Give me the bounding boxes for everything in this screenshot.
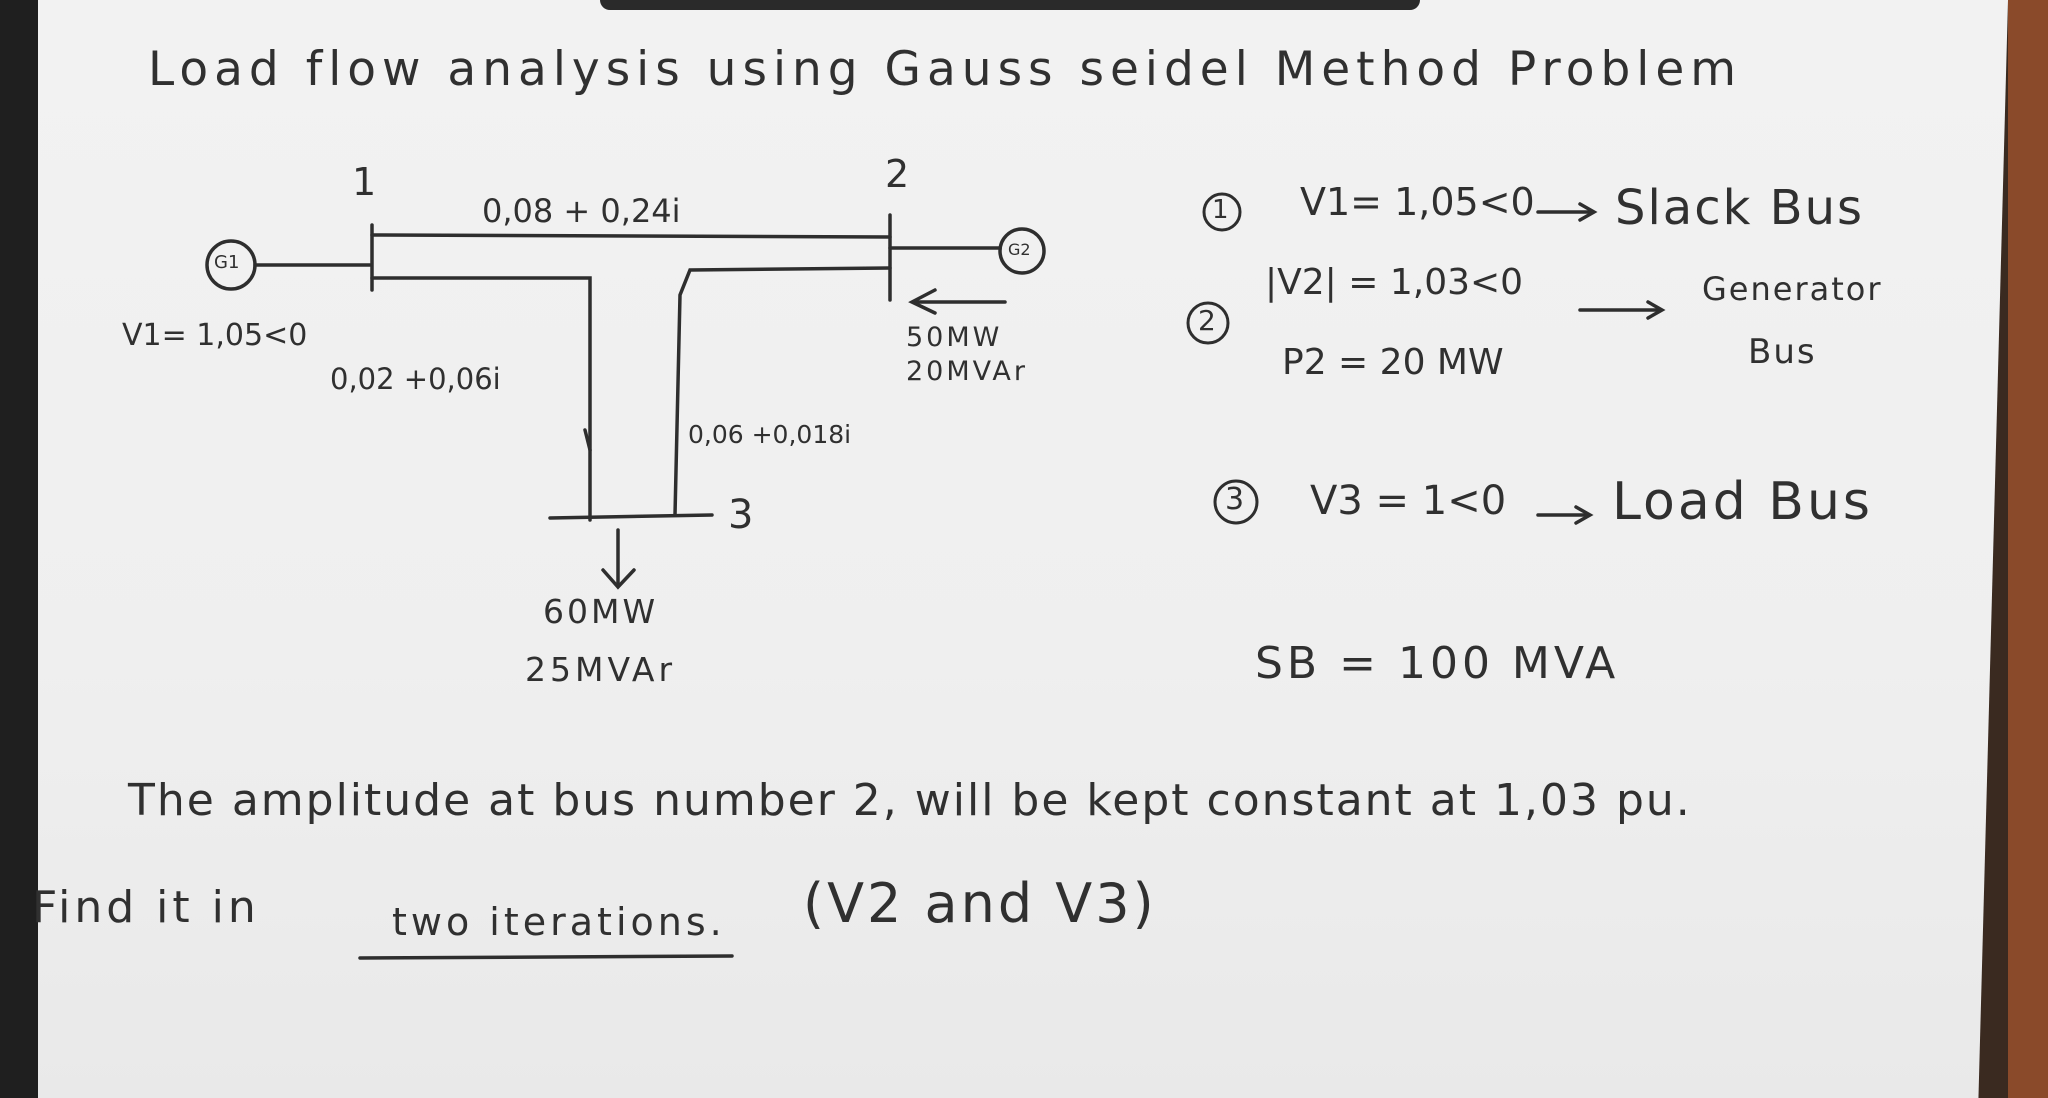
line-1-3 — [370, 276, 592, 522]
item2-circle — [1186, 301, 1230, 345]
item-1-bus-type: Slack Bus — [1615, 180, 1865, 236]
item-1-voltage: V1= 1,05<0 — [1300, 180, 1535, 224]
bus-3-bar — [548, 513, 714, 520]
item-2-bus-type-line2: Bus — [1748, 332, 1817, 372]
item1-circle — [1202, 192, 1242, 232]
generator-1-label: G1 — [214, 252, 240, 273]
line-1-3-tick — [583, 428, 592, 452]
bus-1-label: 1 — [352, 160, 377, 204]
bus-3-label: 3 — [728, 492, 754, 538]
statement-line-2-underlined: two iterations. — [392, 900, 726, 944]
item-3-number: 3 — [1225, 482, 1245, 517]
item-3-voltage: V3 = 1<0 — [1310, 478, 1507, 524]
statement-line-1: The amplitude at bus number 2, will be k… — [128, 775, 1692, 826]
bus-2-injection-p: 50MW — [906, 322, 1003, 353]
generator-2-circle — [998, 227, 1046, 275]
line-1-2 — [370, 233, 892, 239]
item-1-number: 1 — [1212, 195, 1229, 225]
bus-2-label: 2 — [885, 152, 910, 196]
statement-line-2-prefix: Find it in — [32, 882, 260, 933]
item3-arrow-head — [1574, 505, 1594, 525]
item-3-bus-type: Load Bus — [1612, 472, 1873, 532]
bus-1-voltage: V1= 1,05<0 — [122, 318, 308, 353]
line-1-2-impedance: 0,08 + 0,24i — [482, 192, 681, 230]
clip-shadow — [600, 0, 1420, 10]
item-2-power: P2 = 20 MW — [1282, 342, 1504, 383]
desk-stripe — [2008, 0, 2048, 1098]
iterations-underline — [358, 954, 734, 960]
line-2-3 — [673, 266, 892, 517]
item-2-voltage: |V2| = 1,03<0 — [1265, 262, 1524, 303]
bus-3-load-q: 25MVAr — [525, 650, 677, 689]
generator-2-label: G2 — [1008, 240, 1031, 259]
item2-arrow-head — [1646, 300, 1666, 320]
item1-arrow-head — [1578, 202, 1598, 222]
base-power: SB = 100 MVA — [1255, 638, 1620, 689]
bus-3-load-p: 60MW — [543, 592, 659, 631]
bus-2-injection-q: 20MVAr — [906, 356, 1028, 387]
item-2-bus-type-line1: Generator — [1702, 270, 1883, 308]
line-1-3-impedance: 0,02 +0,06i — [330, 362, 501, 396]
load-arrow-head — [601, 568, 636, 590]
bus2-arrow-head — [908, 288, 937, 315]
line-2-3-impedance: 0,06 +0,018i — [688, 420, 852, 449]
item-2-number: 2 — [1198, 304, 1216, 337]
page-title: Load flow analysis using Gauss seidel Me… — [148, 42, 1743, 97]
item3-circle — [1213, 479, 1259, 525]
statement-line-2-suffix: (V2 and V3) — [803, 872, 1157, 935]
paper-sheet — [38, 0, 2008, 1098]
